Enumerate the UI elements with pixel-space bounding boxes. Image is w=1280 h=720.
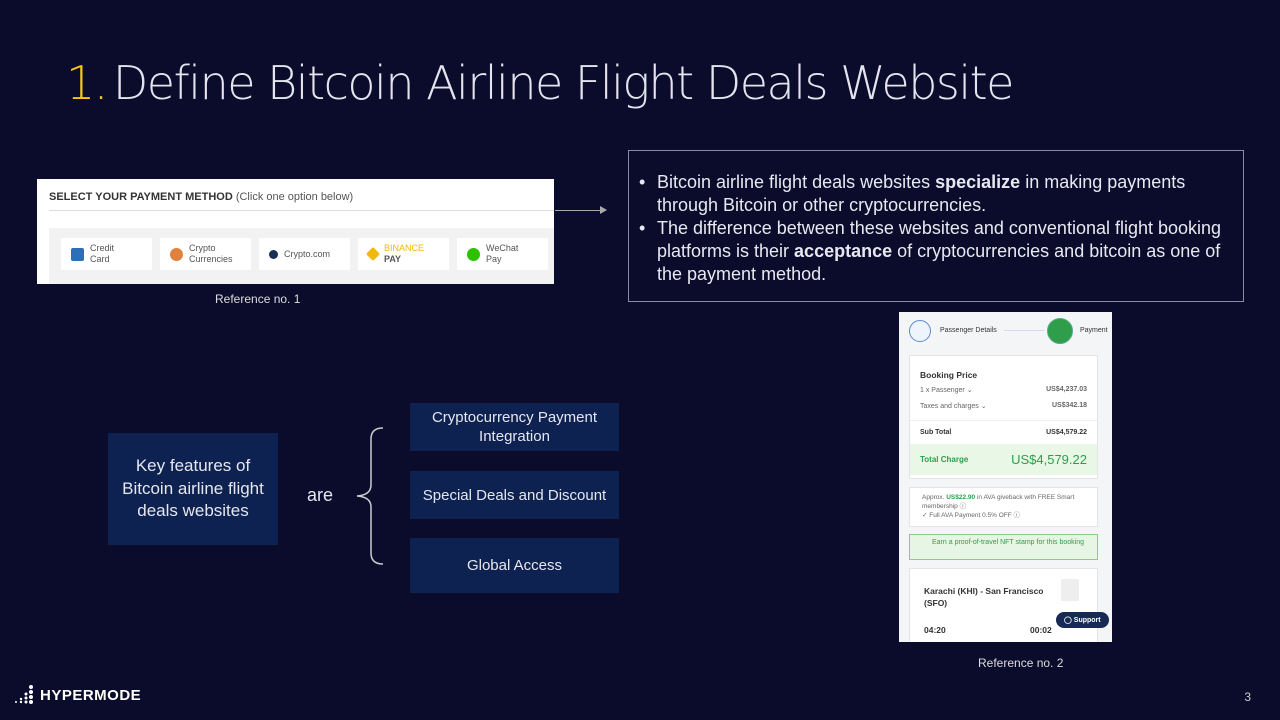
reference-2: Reference no. 2	[978, 656, 1064, 670]
feature-2: Special Deals and Discount	[410, 471, 619, 519]
nft-banner: Earn a proof-of-travel NFT stamp for thi…	[909, 534, 1098, 560]
payment-icon	[1047, 318, 1073, 344]
feature-1: Cryptocurrency Payment Integration	[410, 403, 619, 451]
connector-text: are	[307, 485, 334, 505]
reference-1: Reference no. 1	[215, 292, 301, 306]
crypto-icon	[170, 247, 183, 261]
info-box: Bitcoin airline flight deals websites sp…	[628, 150, 1244, 302]
payment-heading: SELECT YOUR PAYMENT METHOD (Click one op…	[49, 191, 354, 203]
price-card: Booking Price 1 x Passenger ⌄US$4,237.03…	[909, 355, 1098, 479]
binance-icon	[365, 246, 381, 262]
feature-3: Global Access	[410, 538, 619, 593]
credit-card-icon	[71, 247, 84, 261]
features-lead: Key features of Bitcoin airline flight d…	[108, 433, 278, 545]
bullet-2: The difference between these websites an…	[639, 217, 1223, 286]
option-crypto-com: Crypto.com	[259, 238, 350, 270]
booking-screenshot: Passenger Details Payment Booking Price …	[899, 312, 1112, 642]
bullet-1: Bitcoin airline flight deals websites sp…	[639, 171, 1223, 217]
brand-logo: HYPERMODE	[14, 684, 141, 706]
arrow-icon	[555, 206, 607, 214]
payment-method-screenshot: SELECT YOUR PAYMENT METHOD (Click one op…	[37, 179, 554, 284]
support-button[interactable]: ◯ Support	[1056, 612, 1109, 628]
brace-icon	[356, 427, 384, 565]
slide-title: 1.Define Bitcoin Airline Flight Deals We…	[66, 56, 1014, 110]
page-number: 3	[1244, 690, 1251, 704]
crypto-com-icon	[269, 249, 278, 259]
giveback-card: Approx. US$22.90 in AVA giveback with FR…	[909, 487, 1098, 527]
airline-logo	[1061, 579, 1079, 601]
flight-card: Karachi (KHI) - San Francisco (SFO) 04:2…	[909, 568, 1098, 642]
logo-dots-icon	[15, 685, 33, 704]
wechat-icon	[467, 247, 480, 261]
passenger-icon	[909, 320, 931, 342]
